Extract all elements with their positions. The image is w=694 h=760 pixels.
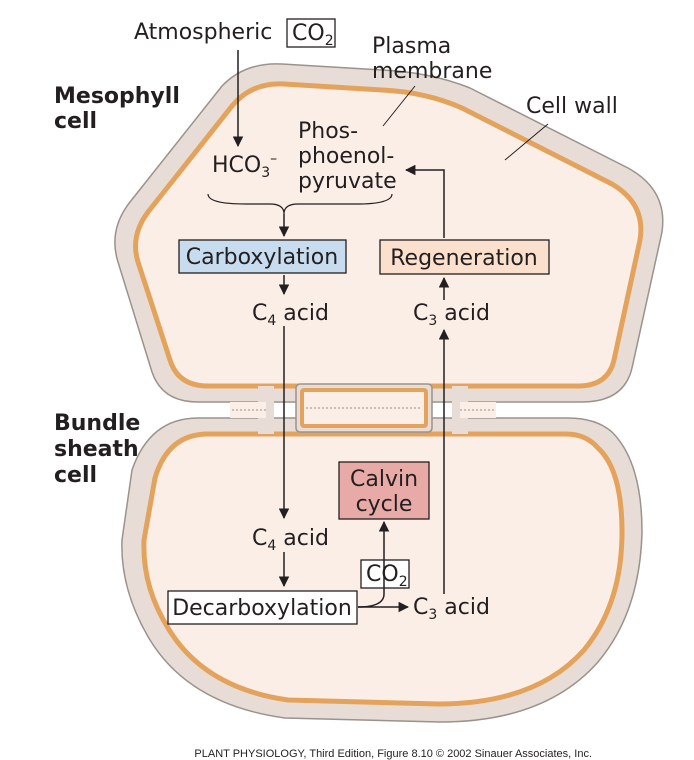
bundle-sheath-label-line3: cell xyxy=(54,463,97,488)
bundle-sheath-label-line1: Bundle xyxy=(54,411,140,436)
bundle-sheath-label-line2: sheath xyxy=(54,437,139,462)
mesophyll-label-line1: Mesophyll xyxy=(54,84,180,109)
co2-top-box xyxy=(286,18,336,48)
c4-acid-top-label: C4 acid xyxy=(252,301,329,329)
pep-label-line2: phoenol- xyxy=(298,144,394,169)
mesophyll-cell xyxy=(114,63,664,403)
plasma-membrane-label-line1: Plasma xyxy=(372,34,451,59)
decarboxylation-label: Decarboxylation xyxy=(172,596,352,621)
figure-caption: PLANT PHYSIOLOGY, Third Edition, Figure … xyxy=(194,748,592,760)
regeneration-box xyxy=(379,239,550,275)
calvin-cycle-box xyxy=(338,461,430,520)
pep-label-line1: Phos- xyxy=(298,119,358,144)
carboxylation-label: Carboxylation xyxy=(186,245,338,270)
plasmodesmata-region xyxy=(230,383,496,434)
carboxylation-box xyxy=(178,239,347,274)
pep-label-line3: pyruvate xyxy=(298,169,397,194)
decarboxylation-box xyxy=(167,590,358,625)
co2-bottom-box xyxy=(360,559,410,589)
cell-wall-leader xyxy=(504,123,549,161)
plasma-membrane-leader xyxy=(382,85,416,127)
c3-acid-top-label: C3 acid xyxy=(413,301,490,329)
regeneration-label: Regeneration xyxy=(390,246,537,271)
cell-wall-label: Cell wall xyxy=(526,94,618,119)
calvin-label-line2: cycle xyxy=(356,492,413,517)
atmospheric-label: Atmospheric xyxy=(134,20,272,45)
mesophyll-label-line2: cell xyxy=(54,109,97,134)
mesophyll-plasma-membrane xyxy=(133,81,644,389)
co2-top-label: CO2 xyxy=(292,21,334,49)
hco3-label: HCO3– xyxy=(212,151,277,181)
c3-acid-bottom-label: C3 acid xyxy=(413,595,490,623)
co2-bottom-label: CO2 xyxy=(366,562,408,590)
plasma-membrane-label-line2: membrane xyxy=(372,59,492,84)
c4-acid-bottom-label: C4 acid xyxy=(252,526,329,554)
calvin-label-line1: Calvin xyxy=(350,467,418,492)
arrow-regeneration-to-pep xyxy=(404,164,445,238)
